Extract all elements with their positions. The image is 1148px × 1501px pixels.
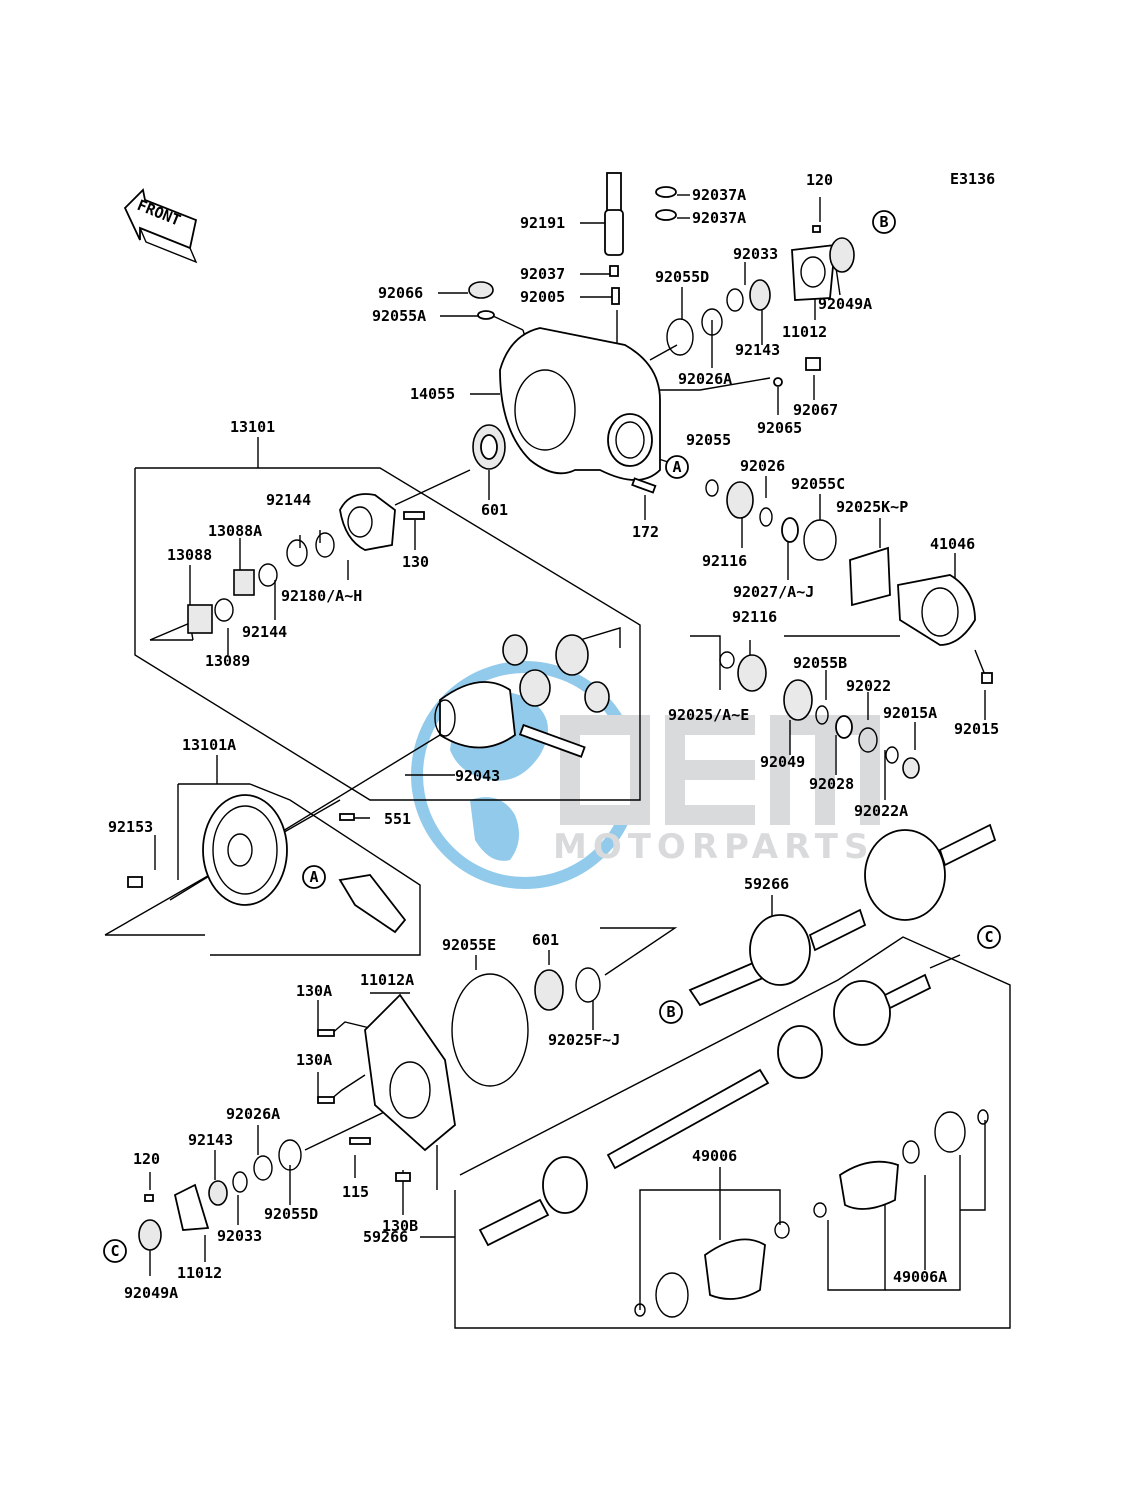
part-label: 92027/A~J (733, 583, 814, 601)
boot-icon (704, 1238, 766, 1300)
leader-lines (104, 194, 1011, 1329)
part-label: 551 (384, 810, 411, 828)
svg-text:B: B (666, 1003, 675, 1021)
part-label: 13088A (208, 522, 262, 540)
diff-case-icon (439, 681, 516, 749)
svg-text:B: B (879, 213, 888, 231)
part-label: 92037 (520, 265, 565, 283)
diagram-code: E3136 (950, 170, 995, 188)
part-labels: 92037A 92037A 92191 92037 92005 92066 92… (108, 171, 999, 1302)
part-label: 92055A (372, 307, 426, 325)
part-label: 601 (532, 931, 559, 949)
part-label: 92025F~J (548, 1031, 620, 1049)
part-label: 41046 (930, 535, 975, 553)
clamp-icon (655, 186, 677, 198)
svg-text:A: A (672, 458, 681, 476)
part-label: 92025K~P (836, 498, 908, 516)
part-label: 120 (133, 1150, 160, 1168)
pinion-gear-icon (338, 874, 407, 934)
part-label: 130A (296, 982, 332, 1000)
part-label: 92025/A~E (668, 706, 749, 724)
part-label: 92180/A~H (281, 587, 362, 605)
part-label: 92066 (378, 284, 423, 302)
o-ring-icon (451, 973, 529, 1087)
part-label: 11012 (782, 323, 827, 341)
part-label: 92049A (818, 295, 872, 313)
part-label: 92116 (702, 552, 747, 570)
watermark-subtext: MOTORPARTS (553, 827, 874, 867)
part-label: 13088 (167, 546, 212, 564)
part-label: 92116 (732, 608, 777, 626)
oem-watermark: MOTORPARTS (411, 661, 880, 889)
svg-text:C: C (110, 1242, 119, 1260)
part-label: 92049 (760, 753, 805, 771)
part-label: 92143 (188, 1131, 233, 1149)
ref-circle-b-2: B (659, 1000, 683, 1024)
part-label: 49006 (692, 1147, 737, 1165)
part-label: 92049A (124, 1284, 178, 1302)
ref-circle-a-1: A (665, 455, 689, 479)
part-label: 92026A (678, 370, 732, 388)
front-arrow-icon: FRONT (123, 188, 198, 264)
part-label: 92191 (520, 214, 565, 232)
part-label: 130A (296, 1051, 332, 1069)
part-label: 59266 (744, 875, 789, 893)
part-label: 172 (632, 523, 659, 541)
part-label: 11012A (360, 971, 414, 989)
part-label: 92043 (455, 767, 500, 785)
ref-circle-c-2: C (103, 1239, 127, 1263)
part-label: 92153 (108, 818, 153, 836)
svg-text:C: C (984, 928, 993, 946)
part-label: 13101 (230, 418, 275, 436)
parts (127, 172, 997, 1318)
part-label: 92037A (692, 209, 746, 227)
part-label: 14055 (410, 385, 455, 403)
ring-gear-icon (202, 794, 288, 906)
part-label: 92055 (686, 431, 731, 449)
cap-icon (468, 281, 494, 299)
part-label: 92026 (740, 457, 785, 475)
part-label: 92144 (266, 491, 311, 509)
part-label: 92015A (883, 704, 937, 722)
part-label: 92022A (854, 802, 908, 820)
ref-circle-c-1: C (977, 925, 1001, 949)
part-label: 13101A (182, 736, 236, 754)
part-label: 120 (806, 171, 833, 189)
part-label: 11012 (177, 1264, 222, 1282)
part-label: 92065 (757, 419, 802, 437)
part-label: 130 (402, 553, 429, 571)
part-label: 92015 (954, 720, 999, 738)
part-label: 601 (481, 501, 508, 519)
ref-circle-b-1: B (872, 210, 896, 234)
part-label: 92055D (264, 1205, 318, 1223)
part-label: 59266 (363, 1228, 408, 1246)
rear-cover-icon (364, 993, 456, 1152)
part-label: 92055C (791, 475, 845, 493)
part-label: 49006A (893, 1268, 947, 1286)
part-label: 92022 (846, 677, 891, 695)
part-label: 92037A (692, 186, 746, 204)
carrier-icon (897, 574, 976, 646)
part-label: 92055B (793, 654, 847, 672)
gasket-icon (849, 546, 891, 607)
part-label: 92028 (809, 775, 854, 793)
part-label: 92055D (655, 268, 709, 286)
ref-circle-a-2: A (302, 865, 326, 889)
part-label: 92067 (793, 401, 838, 419)
part-label: 115 (342, 1183, 369, 1201)
bevel-gear-icon (502, 634, 528, 666)
part-label: 92033 (217, 1227, 262, 1245)
part-label: 130B (382, 1217, 418, 1235)
part-label: 92144 (242, 623, 287, 641)
part-label: 92005 (520, 288, 565, 306)
cover-icon (791, 243, 837, 301)
svg-text:A: A (309, 868, 318, 886)
part-label: 92026A (226, 1105, 280, 1123)
part-label: 92143 (735, 341, 780, 359)
part-label: 92055E (442, 936, 496, 954)
part-label: 13089 (205, 652, 250, 670)
part-label: 92033 (733, 245, 778, 263)
